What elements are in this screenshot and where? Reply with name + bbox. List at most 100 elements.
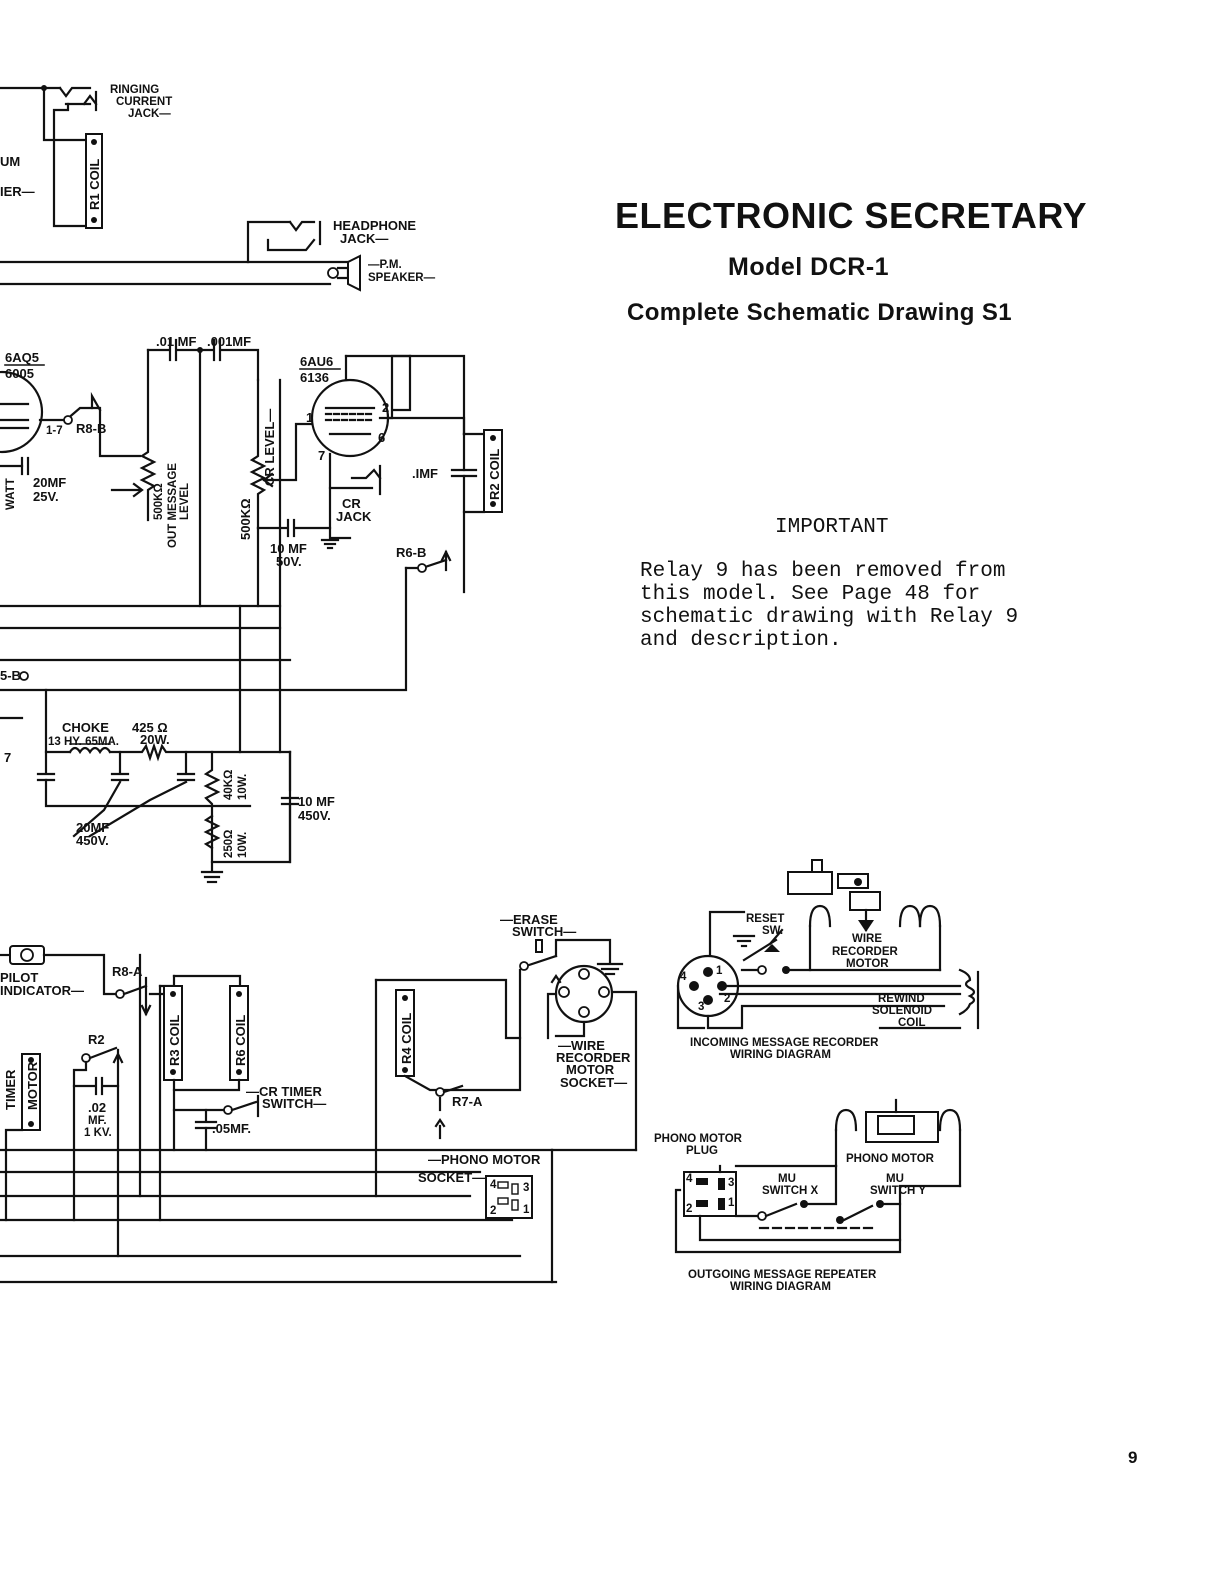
ringing-label-1: RINGING (110, 84, 159, 96)
r8a-label: R8-A (112, 964, 143, 979)
notice-line: schematic drawing with Relay 9 (640, 606, 1018, 629)
plug-pin-2: 2 (724, 993, 730, 1005)
headphone-label-2: JACK— (340, 231, 388, 246)
r1-coil: R1 COIL UM IER— (0, 133, 103, 229)
wrm-label-3: MOTOR (566, 1062, 615, 1077)
om-level-ohms: 500KΩ (153, 483, 165, 520)
bus-lines-middle: 5-B (0, 378, 292, 754)
phono-motor-label: —PHONO MOTOR (428, 1152, 541, 1167)
watt-label: WATT (5, 478, 17, 510)
bottom-bus (0, 953, 558, 1284)
cap-02-mf-label: MF. (88, 1115, 107, 1127)
erase-switch-label: SWITCH— (512, 924, 576, 939)
timer-motor: TIMER MOTOR (3, 1053, 41, 1152)
plug-pin-3: 3 (698, 1001, 704, 1013)
left-b-label: 5-B (0, 668, 21, 683)
res-250-watt-label: 10W. (237, 832, 249, 858)
incoming-caption-1: INCOMING MESSAGE RECORDER (690, 1037, 879, 1049)
cr-level-ohms: 500KΩ (238, 498, 253, 540)
socket-pin-1: 1 (523, 1204, 530, 1216)
rewind-label-1: REWIND (878, 993, 925, 1005)
phono-motor-title: PHONO MOTOR (846, 1153, 935, 1165)
tube-6136-label: 6136 (300, 370, 329, 385)
cr-level-pot: 500KΩ CR LEVEL— (238, 378, 320, 608)
um-label: UM (0, 154, 20, 169)
cap-20mf-label: 20MF (33, 475, 66, 490)
cr-timer-label: —CR TIMER (246, 1084, 322, 1099)
wrm-label-2: RECORDER (556, 1050, 631, 1065)
notice-heading: IMPORTANT (775, 516, 888, 539)
cr-level-label: CR LEVEL— (262, 409, 277, 486)
plug-q4: 4 (686, 1173, 693, 1185)
r3-coil: R3 COIL (158, 974, 242, 1081)
r4-coil-label: R4 COIL (399, 1013, 414, 1064)
r8-a-contact: R8-A (112, 964, 176, 1017)
res-40k-label: 40KΩ (223, 770, 235, 800)
cap-02-kv-label: 1 KV. (84, 1127, 112, 1139)
document-title: ELECTRONIC SECRETARY (615, 195, 1087, 236)
r8-b-contact: R8-B (38, 391, 142, 458)
mu-y-label-1: MU (886, 1173, 904, 1185)
tube-6au6-label: 6AU6 (300, 354, 333, 369)
cap-50v-label: 50V. (276, 554, 302, 569)
socket-pin-3: 3 (523, 1182, 529, 1194)
tube-6aq5-label: 6AQ5 (5, 350, 39, 365)
coupling-caps: .01 MF .001MF (146, 334, 260, 608)
socket-pin-2: 2 (490, 1205, 496, 1217)
notice-line: Relay 9 has been removed from (640, 560, 1005, 583)
cap-01mf-label: .01 MF (156, 334, 197, 349)
r3-coil-label: R3 COIL (167, 1015, 182, 1066)
r1-coil-label: R1 COIL (87, 159, 102, 210)
wire-label-2: RECORDER (832, 946, 899, 958)
wire-recorder-motor-socket: —WIRE RECORDER MOTOR SOCKET— (546, 964, 638, 1284)
pm-label-1: —P.M. (368, 259, 402, 271)
res-40k-watt-label: 10W. (237, 774, 249, 800)
cap-10mf-450v-label: 450V. (298, 808, 331, 823)
pin-1-label: 1 (306, 410, 313, 425)
wire-label-3: MOTOR (846, 958, 889, 970)
bleeder-resistors: 40KΩ 10W. 250Ω 10W. 10 MF 450V. (200, 750, 335, 884)
model-label: Model DCR-1 (728, 253, 889, 281)
cap-20mf-450-label: 20MF (76, 820, 109, 835)
plug-pin-4: 4 (680, 971, 687, 983)
timer-label: TIMER (3, 1069, 18, 1110)
amp-tube-6au6: 6AU6 6136 1 2 6 7 (299, 354, 466, 490)
pm-label-2: SPEAKER— (368, 272, 436, 284)
phono-plug-label-1: PHONO MOTOR (654, 1133, 743, 1145)
rewind-label-3: COIL (898, 1017, 925, 1029)
wrm-label-1: —WIRE (558, 1038, 605, 1053)
important-notice: IMPORTANT Relay 9 has been removed from … (640, 516, 1018, 652)
r2-coil-label: R2 COIL (487, 449, 502, 500)
ringing-label-3: JACK— (128, 108, 171, 120)
cr-jack: CR JACK (320, 464, 382, 550)
reset-label-1: RESET (746, 913, 784, 925)
cap-10mf-450-label: 10 MF (298, 794, 335, 809)
r7-a-contact: R7-A (434, 1084, 483, 1140)
r2-contact-label: R2 (88, 1032, 105, 1047)
tube-6005-label: 6005 (5, 366, 34, 381)
cap-02-label: .02 (88, 1100, 106, 1115)
headphone-jack: HEADPHONE JACK— (0, 218, 416, 286)
plug-q2: 2 (686, 1203, 692, 1215)
pilot-indicator: PILOT INDICATOR— (0, 945, 120, 998)
choke-label: CHOKE (62, 720, 109, 735)
r6-coil-label: R6 COIL (233, 1015, 248, 1066)
headphone-label-1: HEADPHONE (333, 218, 416, 233)
plug-q1: 1 (728, 1197, 735, 1209)
r7a-label: R7-A (452, 1094, 483, 1109)
incoming-message-recorder-diagram: WIRE RECORDER MOTOR RESET SW. 1 2 3 4 RE… (676, 859, 980, 1061)
cap-25v-label: 25V. (33, 489, 59, 504)
r6b-label: R6-B (396, 545, 426, 560)
cap-001mf-label: .001MF (207, 334, 251, 349)
cap-10mf-50v: 10 MF 50V. (256, 518, 332, 569)
notice-line: and description. (640, 629, 842, 652)
cr-timer-switch: —CR TIMER SWITCH— .05MF. (172, 1084, 326, 1152)
cap-05-label: .05MF. (212, 1121, 251, 1136)
pilot-label: PILOT (0, 970, 38, 985)
r6-b-contact: R6-B (0, 510, 466, 692)
mu-x-label-2: SWITCH X (762, 1185, 819, 1197)
socket-label: SOCKET— (418, 1170, 485, 1185)
socket-pin-4: 4 (490, 1179, 497, 1191)
pin-6-label: 6 (378, 430, 385, 445)
choke-filter: CHOKE 13 HY. 65MA. 425 Ω 20W. 7 20MF 450… (4, 688, 292, 848)
